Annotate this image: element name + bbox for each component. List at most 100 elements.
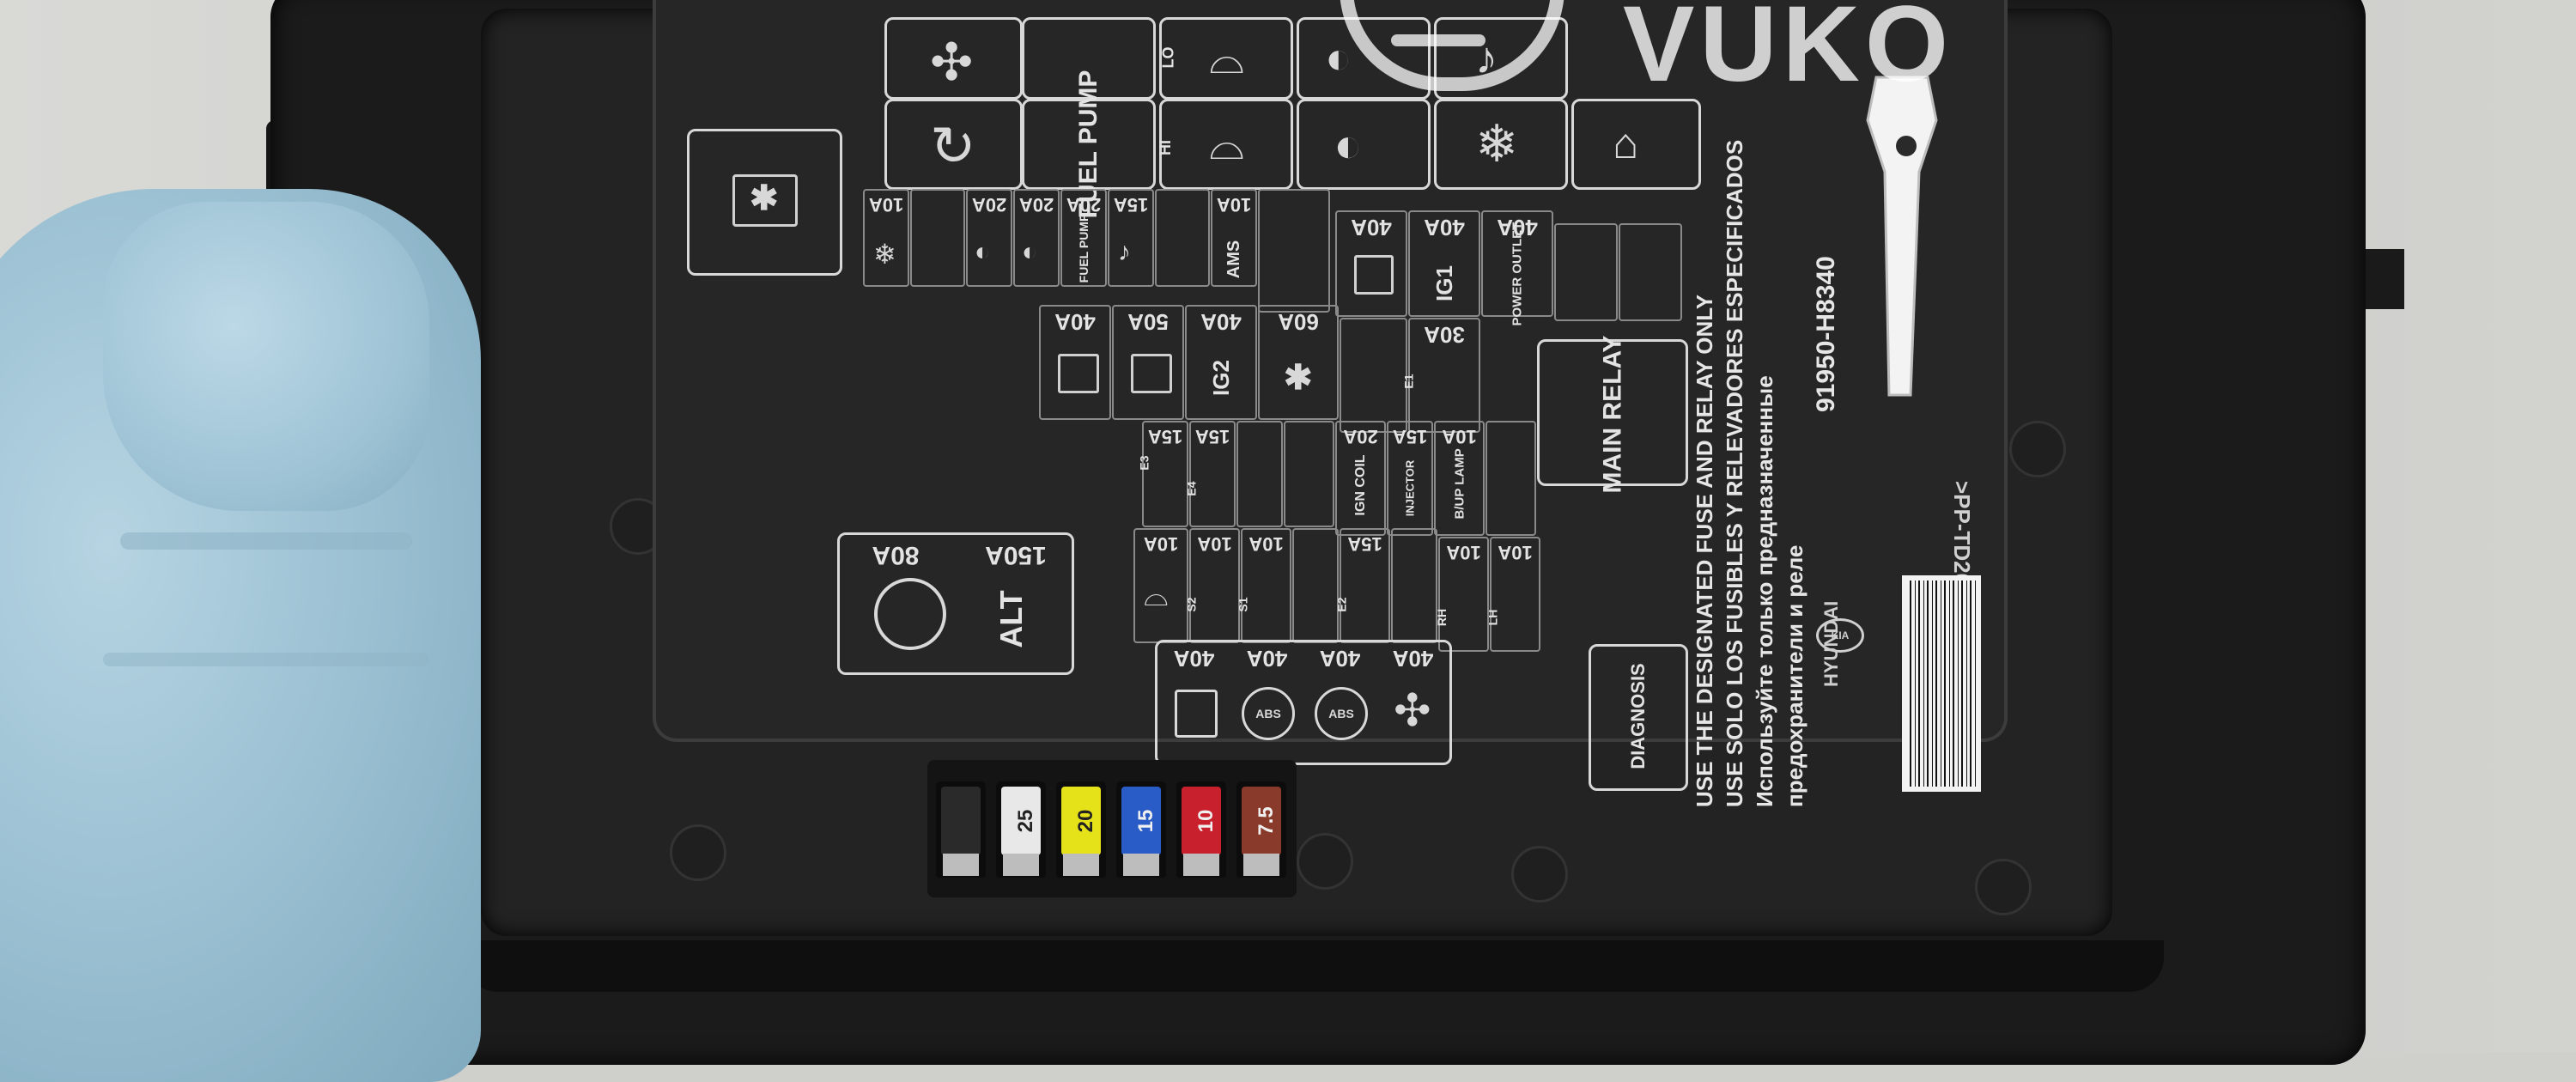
- fuse-slot: 40A: [1039, 305, 1111, 420]
- fuse-slot: [1258, 189, 1330, 313]
- wiper-icon: ⌓: [1144, 577, 1169, 612]
- fuse-puller-tool[interactable]: [1859, 69, 1945, 404]
- fuse-slot: 10A ⌓: [1133, 528, 1188, 643]
- injector-label: INJECTOR: [1403, 459, 1417, 517]
- diagnosis-label: DIAGNOSIS: [1627, 663, 1649, 769]
- wiper-icon: ⌓: [1209, 119, 1245, 169]
- fuse-body: [941, 787, 981, 855]
- kia-label: KIA: [1831, 629, 1850, 641]
- fuse-legs: [943, 854, 979, 876]
- fan-icon: ✣: [930, 33, 974, 91]
- fuse-slot: [1292, 528, 1339, 643]
- fuse-rating: 40A: [1424, 215, 1465, 240]
- fuse-rating: 15A: [1194, 426, 1230, 447]
- fuse-rating: 10A: [1442, 426, 1477, 447]
- fan-relay-box: ✣: [884, 17, 1023, 100]
- fuse-slot: 40A POWER OUTLET: [1481, 210, 1553, 326]
- rh-label: RH: [1435, 608, 1449, 627]
- fuse-body: 15: [1121, 787, 1161, 855]
- fuse-slot: [910, 189, 965, 287]
- battery-icon: [1354, 255, 1394, 295]
- abs-label: ABS: [1255, 707, 1281, 720]
- ign-coil-label: IGN COIL: [1353, 454, 1368, 516]
- spare-fuse[interactable]: 20: [1056, 781, 1106, 878]
- fuse-slot: [1284, 421, 1334, 527]
- fuse-rating: 15A: [1392, 426, 1428, 447]
- alternator-fuse-block: 80A 150A ALT: [837, 532, 1074, 675]
- hi-label: HI: [1157, 140, 1174, 155]
- wiper-lo-box: LO ⌓: [1159, 17, 1293, 100]
- spare-fuse[interactable]: 15: [1116, 781, 1166, 878]
- fuse-slot: 20A FUEL PUMP: [1060, 189, 1107, 287]
- e3-label: E3: [1137, 455, 1151, 471]
- fuse-slot: [1554, 223, 1618, 321]
- fuse-body: 7.5: [1242, 787, 1281, 855]
- spare-fuse[interactable]: 7.5: [1236, 781, 1286, 878]
- fuse-slot: 40A IG1: [1408, 210, 1480, 317]
- lid-bottom-rim: [464, 940, 2164, 992]
- fuse-slot: 20A ◐: [966, 189, 1012, 287]
- battery-icon: [1058, 354, 1099, 393]
- diagnosis-box: DIAGNOSIS: [1589, 644, 1688, 791]
- fuse-rating: 15A: [1113, 194, 1149, 216]
- mounting-hole: [1975, 859, 2032, 915]
- fuse-rating: 40A: [1351, 215, 1392, 240]
- fuse-rating-label: 25: [1014, 809, 1037, 833]
- fuse-rating: 50A: [1127, 309, 1169, 335]
- fuse-rating: 15A: [1347, 533, 1382, 555]
- fuse-rating: 40A: [1319, 646, 1361, 672]
- kia-logo: KIA: [1816, 618, 1864, 653]
- glove-crease: [120, 532, 412, 550]
- fuse-slot: 15A E4: [1184, 421, 1236, 527]
- watermark-logo-bar: [1391, 34, 1485, 46]
- s1-label: S1: [1236, 597, 1250, 612]
- spare-fuse[interactable]: 25: [996, 781, 1046, 878]
- s2-label: S2: [1184, 597, 1199, 612]
- fuse-slot: 10A LH: [1485, 537, 1540, 652]
- b-up-lamp-label: B/UP LAMP: [1452, 448, 1467, 520]
- ams-label: AMS: [1224, 240, 1243, 279]
- ig1-label: IG1: [1431, 265, 1457, 301]
- start-relay-box: ↻: [884, 99, 1023, 190]
- mounting-hole: [1297, 833, 1353, 890]
- power-outlet-label: POWER OUTLET: [1510, 222, 1525, 326]
- mounting-hole: [2009, 421, 2066, 477]
- warning-line-ru1: Используйте только предназначенные: [1752, 375, 1777, 807]
- spare-fuse[interactable]: [936, 781, 986, 878]
- fog-lamp-icon: ◐: [1325, 33, 1352, 83]
- fuse-slot: 40A: [1335, 210, 1407, 317]
- e1-label: E1: [1401, 374, 1416, 389]
- lh-label: LH: [1485, 609, 1500, 626]
- headlamp-icon: ◐: [1022, 238, 1038, 266]
- fuse-slot: [1619, 223, 1682, 321]
- refresh-icon: ↻: [930, 115, 976, 177]
- fuse-rating: 40A: [1173, 646, 1215, 672]
- fuse-rating: 10A: [868, 194, 904, 216]
- fuse-rating-label: 10: [1194, 809, 1218, 833]
- horn-icon: ♪: [1118, 238, 1131, 266]
- fan-icon: ✣: [1394, 686, 1431, 736]
- gloved-thumb: [103, 202, 429, 511]
- rear-defrost-icon: [1175, 690, 1218, 738]
- fuse-slot: 15A E2: [1335, 528, 1390, 643]
- rear-defrost-icon: ⌂: [1613, 119, 1639, 167]
- fuse-rating: 10A: [1216, 194, 1252, 216]
- mounting-hole: [1511, 846, 1568, 903]
- fuse-slot: 10A ❄: [863, 189, 909, 287]
- fuse-rating: 10A: [1498, 542, 1533, 563]
- snowflake-icon: ❄: [1475, 115, 1519, 173]
- fuse-slot: 30A E1: [1402, 318, 1480, 433]
- fuse-legs: [1063, 854, 1099, 876]
- abs-icon: ABS: [1315, 687, 1368, 740]
- abs-label: ABS: [1328, 707, 1354, 720]
- snowflake-icon: ❄: [873, 239, 896, 270]
- spare-fuse[interactable]: 10: [1176, 781, 1226, 878]
- fuse-body: 25: [1001, 787, 1041, 855]
- fuse-slot: 10A RH: [1435, 537, 1489, 652]
- battery-icon: [732, 174, 798, 227]
- fuse-slot: [1340, 318, 1407, 433]
- fuse-slot: 10A S1: [1236, 528, 1291, 643]
- e4-label: E4: [1184, 481, 1199, 496]
- main-relay-box: MAIN RELAY: [1537, 336, 1688, 493]
